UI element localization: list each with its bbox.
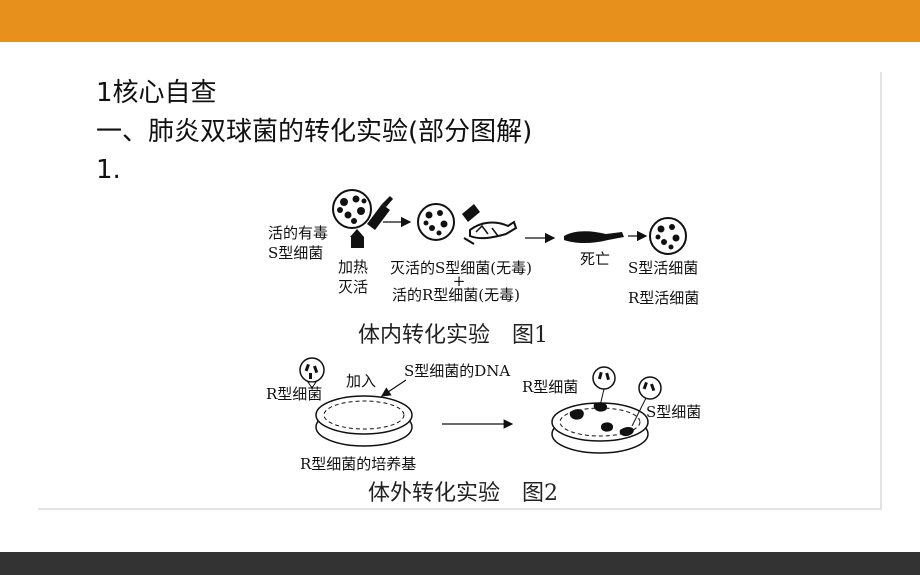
plus-label: + (453, 272, 466, 290)
s-bacteria-label: S型细菌 (646, 403, 701, 421)
r-bacteria-bubble-2-icon (592, 366, 616, 407)
figure2-caption: 体外转化实验 图2 (368, 481, 558, 506)
r-bacteria-bubble-icon (299, 357, 325, 389)
syringe-icon (367, 196, 393, 230)
content-frame-bottom-border (38, 508, 882, 510)
petri-dish-1-icon (315, 395, 413, 447)
heat-label-2: 灭活 (338, 278, 368, 296)
r-bacteria-label-2: R型细菌 (522, 378, 578, 396)
section-title: 1核心自查 (96, 78, 217, 108)
figure1-caption: 体内转化实验 图1 (358, 323, 548, 348)
top-accent-bar (0, 0, 920, 42)
heat-label-1: 加热 (338, 258, 368, 276)
bottom-footer-bar (0, 552, 920, 575)
s-bacteria-bubble-icon (631, 376, 662, 427)
figure1-diagram: 活的有毒 S型细菌 加热 灭活 灭活的S型细菌(无毒) + 活的R型细菌(无毒)… (268, 189, 699, 348)
petri-dish-2-icon (551, 402, 649, 454)
heating-lamp-icon (350, 229, 364, 248)
s-dna-label: S型细菌的DNA (404, 362, 510, 380)
result-colony-icon (649, 217, 687, 255)
live-r-label: 活的R型细菌(无毒) (392, 286, 520, 304)
add-label: 加入 (346, 372, 376, 390)
section-subtitle: 一、肺炎双球菌的转化实验(部分图解) (96, 117, 533, 147)
r-bacteria-label: R型细菌 (266, 385, 322, 403)
figure2-diagram: R型细菌 加入 S型细菌的DNA R型细菌的培养基 R型细菌 (266, 357, 701, 506)
live-s-label-1: 活的有毒 (268, 224, 328, 242)
medium-label: R型细菌的培养基 (300, 455, 416, 473)
killed-s-label: 灭活的S型细菌(无毒) (390, 259, 532, 277)
item-number: 1. (96, 155, 121, 185)
transformation-experiment-figure: 活的有毒 S型细菌 加热 灭活 灭活的S型细菌(无毒) + 活的R型细菌(无毒)… (266, 189, 701, 506)
killed-s-colony-icon (417, 203, 455, 241)
r-live-label: R型活细菌 (628, 289, 699, 307)
mouse-alive-icon (462, 204, 518, 245)
dna-pointer (381, 379, 407, 397)
live-s-label-2: S型细菌 (268, 244, 323, 262)
content-frame-right-border (880, 72, 882, 508)
s-live-label: S型活细菌 (628, 259, 698, 277)
s-bacteria-colony-icon (332, 189, 372, 229)
death-label: 死亡 (580, 250, 610, 268)
dead-mouse-icon (564, 231, 624, 243)
